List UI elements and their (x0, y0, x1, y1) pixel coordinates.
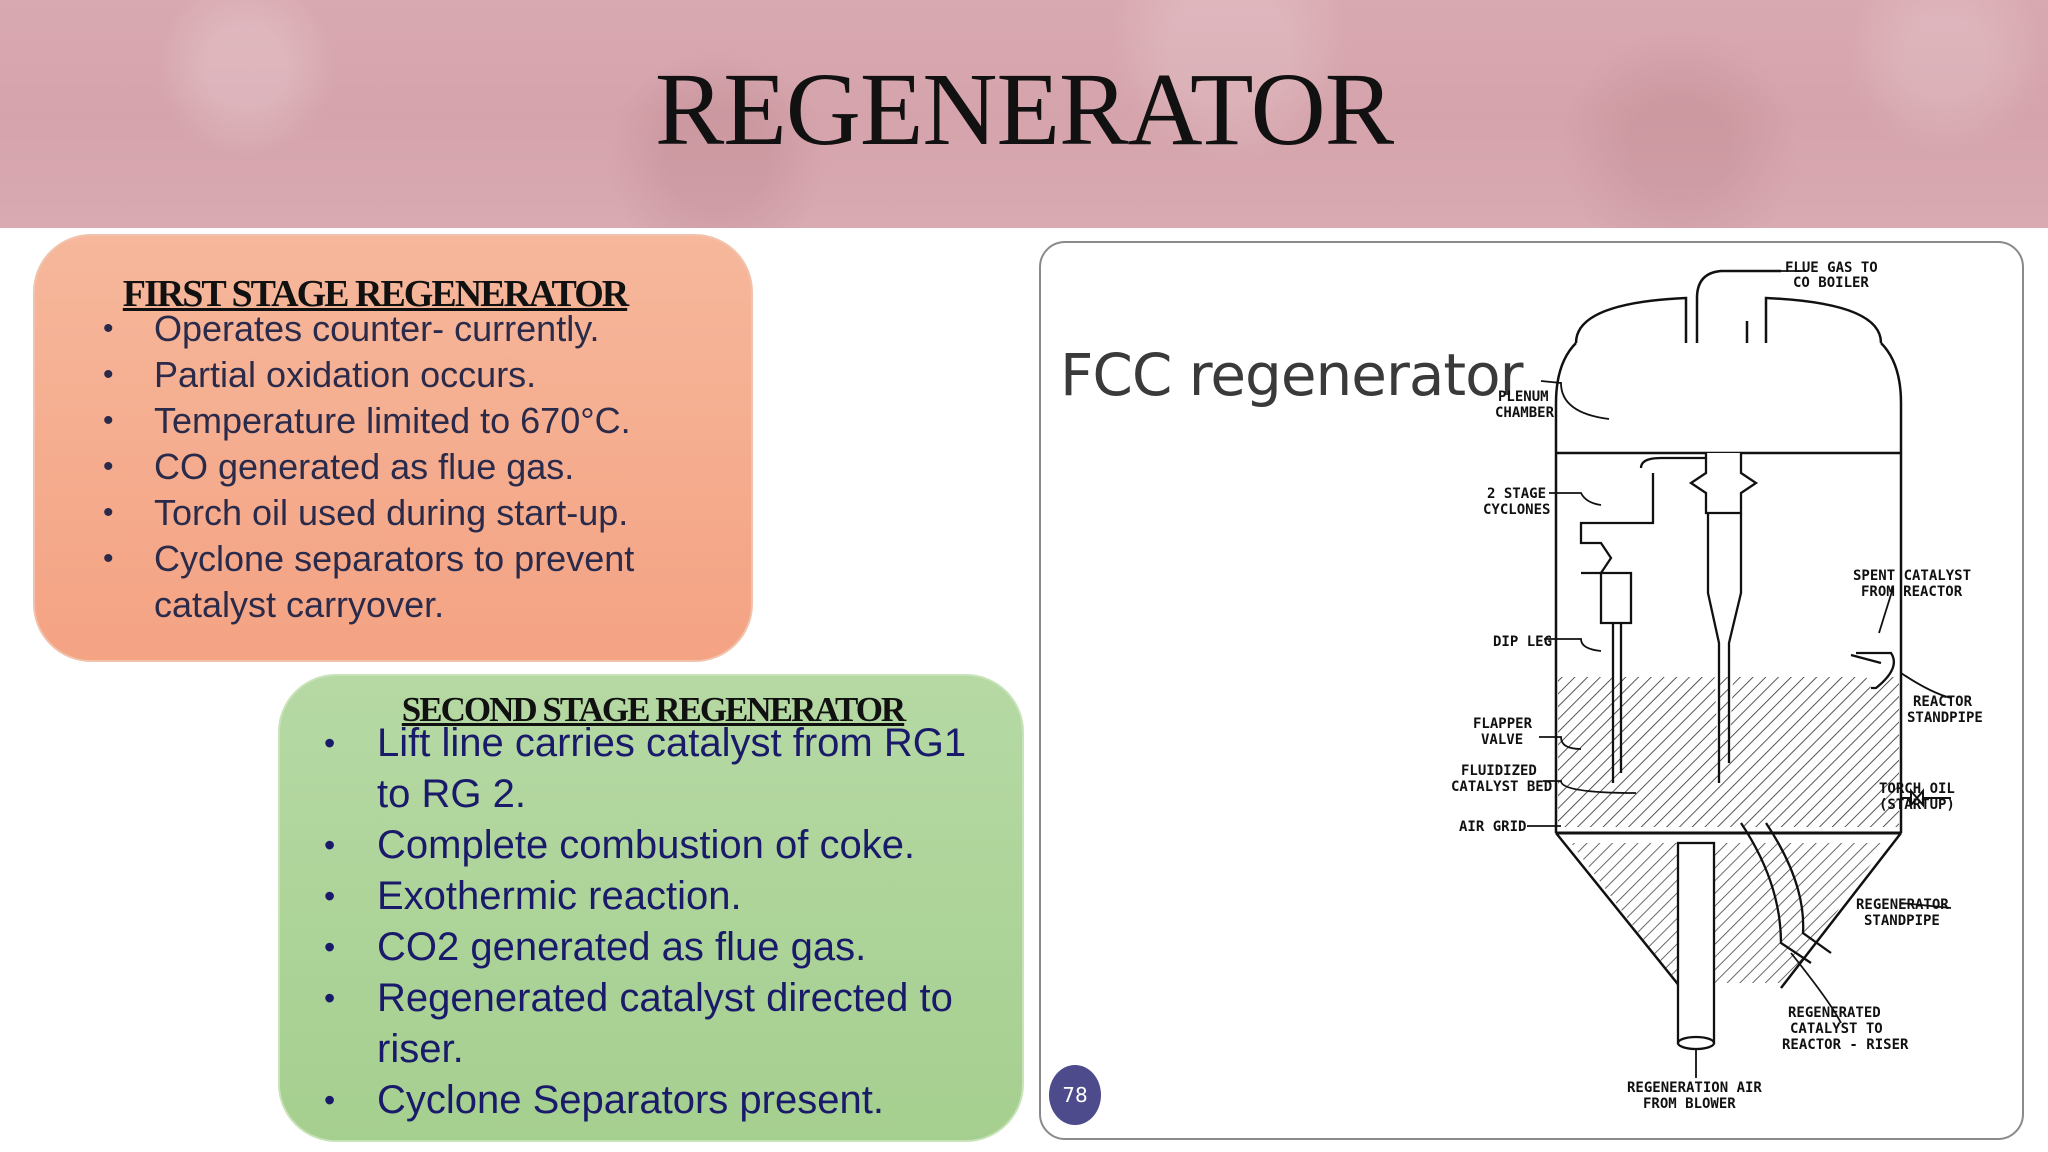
label-regenerated-catalyst: REGENERATED (1788, 1005, 1881, 1021)
label-plenum: PLENUM (1498, 389, 1549, 405)
list-item: •CO2 generated as flue gas. (310, 922, 1010, 973)
label-regenerator-standpipe: REGENERATOR (1856, 897, 1949, 913)
svg-text:VALVE: VALVE (1481, 732, 1523, 748)
air-riser-pipe (1676, 841, 1716, 1051)
list-item: •Operates counter- currently. (77, 306, 717, 352)
slide-title: REGENERATOR (654, 52, 1394, 167)
page-number-badge: 78 (1049, 1065, 1101, 1125)
cyclones (1579, 453, 1759, 783)
bullet-icon: • (103, 358, 114, 391)
svg-text:CO BOILER: CO BOILER (1793, 275, 1869, 291)
second-stage-heading: SECOND STAGE REGENERATOR (401, 690, 906, 729)
cone-hatch (1571, 843, 1886, 983)
label-torch-oil: TORCH OIL (1879, 781, 1955, 797)
bullet-icon: • (103, 542, 114, 575)
label-spent-catalyst: SPENT CATALYST (1853, 568, 1971, 584)
svg-text:CATALYST BED: CATALYST BED (1451, 779, 1552, 795)
bullet-icon: • (324, 827, 336, 863)
svg-text:FROM BLOWER: FROM BLOWER (1643, 1096, 1736, 1112)
svg-text:CYCLONES: CYCLONES (1483, 502, 1550, 518)
first-stage-box: FIRST STAGE REGENERATOR •Operates counte… (33, 234, 753, 662)
reactor-standpipe (1850, 651, 1895, 690)
list-item: •Lift line carries catalyst from RG1 to … (310, 718, 1010, 820)
bullet-icon: • (103, 450, 114, 483)
bullet-icon: • (103, 404, 114, 437)
label-air-grid: AIR GRID (1459, 819, 1526, 835)
svg-text:REACTOR - RISER: REACTOR - RISER (1782, 1037, 1909, 1053)
bullet-icon: • (324, 725, 336, 761)
second-stage-box: SECOND STAGE REGENERATOR •Lift line carr… (278, 674, 1024, 1142)
label-flapper-valve: FLAPPER (1473, 716, 1533, 732)
bullet-icon: • (324, 1082, 336, 1118)
list-item: •CO generated as flue gas. (77, 444, 717, 490)
svg-text:FROM REACTOR: FROM REACTOR (1861, 584, 1963, 600)
regenerator-standpipe (1740, 822, 1832, 964)
bullet-icon: • (103, 496, 114, 529)
label-fluidized-bed: FLUIDIZED (1461, 763, 1537, 779)
list-item: •Cyclone Separators present. (310, 1075, 1010, 1126)
bullet-icon: • (103, 312, 114, 345)
second-stage-list: •Lift line carries catalyst from RG1 to … (310, 718, 1010, 1126)
vessel-shell (1554, 296, 1903, 989)
label-flue-gas: FLUE GAS TO (1785, 260, 1878, 276)
bullet-icon: • (324, 980, 336, 1016)
svg-text:STANDPIPE: STANDPIPE (1864, 913, 1940, 929)
list-item: •Partial oxidation occurs. (77, 352, 717, 398)
first-stage-list: •Operates counter- currently. •Partial o… (77, 306, 717, 628)
regenerator-schematic: FLUE GAS TO CO BOILER PLENUM CHAMBER 2 S… (1451, 260, 1983, 1112)
first-stage-heading: FIRST STAGE REGENERATOR (122, 273, 629, 315)
list-item: •Complete combustion of coke. (310, 820, 1010, 871)
list-item: •Cyclone separators to prevent catalyst … (103, 538, 635, 625)
list-item: •Torch oil used during start-up. (77, 490, 717, 536)
list-item: •Regenerated catalyst directed to riser. (310, 973, 1010, 1075)
leader-lines (1527, 270, 1952, 1078)
svg-text:STANDPIPE: STANDPIPE (1907, 710, 1983, 726)
label-dip-leg: DIP LEG (1493, 634, 1552, 650)
list-item: •Temperature limited to 670°C. (77, 398, 717, 444)
label-reactor-standpipe: REACTOR (1913, 694, 1973, 710)
title-banner: REGENERATOR (0, 0, 2048, 228)
bullet-icon: • (324, 878, 336, 914)
svg-text:(STARTUP): (STARTUP) (1879, 797, 1955, 813)
figure-title: FCC regenerator (1060, 341, 1523, 409)
svg-text:CATALYST TO: CATALYST TO (1790, 1021, 1883, 1037)
label-cyclones: 2 STAGE (1487, 486, 1546, 502)
svg-text:CHAMBER: CHAMBER (1495, 405, 1555, 421)
fcc-regenerator-figure: FCC regenerator 78 (1039, 241, 2024, 1140)
bullet-icon: • (324, 929, 336, 965)
label-regeneration-air: REGENERATION AIR (1627, 1080, 1762, 1096)
torch-oil-valve (1901, 788, 1951, 808)
flue-gas-outlet (1695, 269, 1781, 343)
list-item: •Exothermic reaction. (310, 871, 1010, 922)
